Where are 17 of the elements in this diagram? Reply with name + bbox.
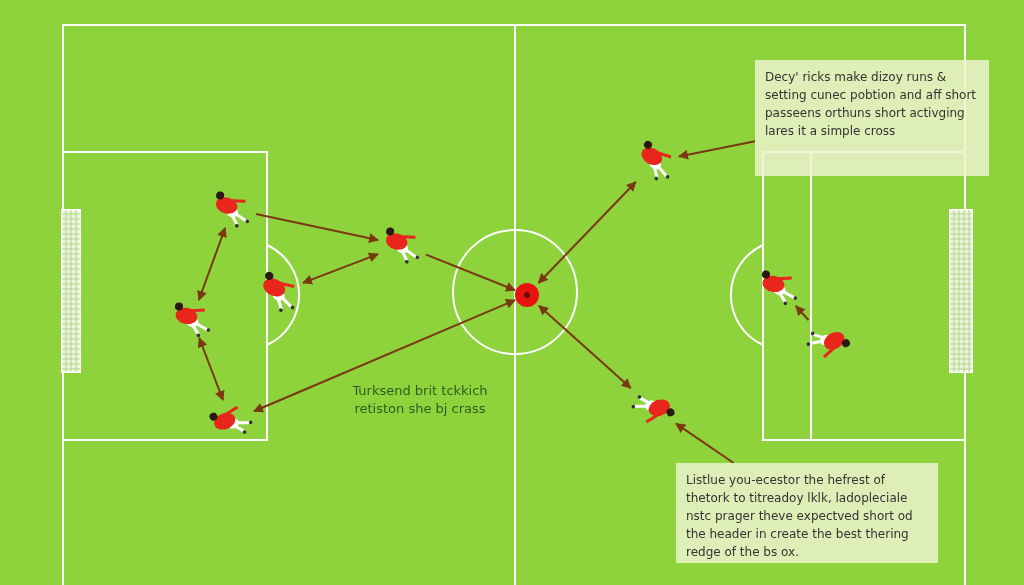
note-box bbox=[676, 463, 938, 563]
ball-marker bbox=[515, 283, 539, 307]
note-text: Decy' ricks make dizoy runs & setting cunec pobtion and aff short passeens orthuns short activging lares it a simple cross bbox=[765, 69, 978, 140]
arrow bbox=[197, 227, 227, 301]
arrow bbox=[302, 252, 379, 285]
arrow bbox=[675, 422, 735, 464]
arrow bbox=[794, 305, 810, 321]
arrow bbox=[538, 304, 632, 389]
arrow bbox=[253, 299, 516, 413]
pitch-annotation: Turksend brit tckkich retiston she bj crass bbox=[351, 382, 489, 418]
arrow bbox=[425, 253, 516, 292]
arrow bbox=[678, 140, 756, 160]
arrow bbox=[537, 181, 637, 284]
arrow bbox=[255, 213, 379, 243]
note-box bbox=[755, 60, 989, 176]
arrow bbox=[197, 337, 225, 401]
note-text: Listlue you-ecestor the hefrest of thetork to titreadoy lklk, ladopleciale nstc prager theve expectved short od the header in create the best thering redge of the bs ox. bbox=[686, 472, 914, 561]
